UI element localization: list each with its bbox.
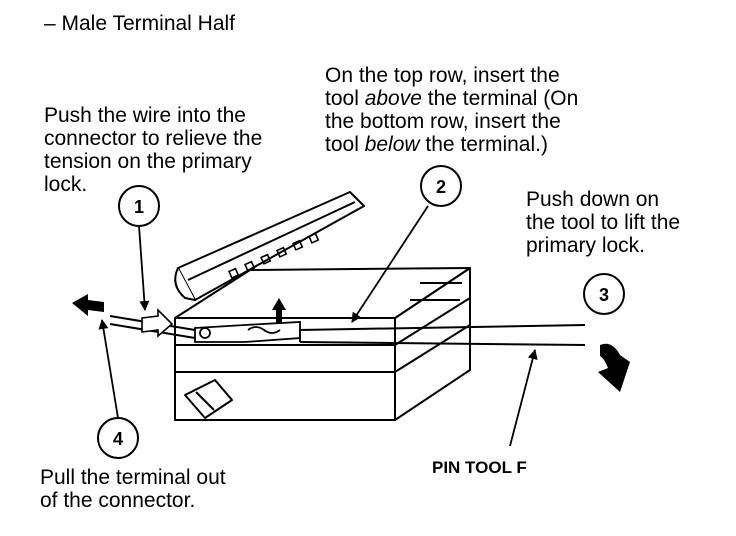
step-callout-3: 3 xyxy=(583,273,625,315)
note-line: Push the wire into the xyxy=(44,104,246,127)
pin-tool xyxy=(299,324,586,346)
note-line: tool above the terminal (On xyxy=(325,87,579,110)
step-number: 3 xyxy=(599,285,609,305)
leader-step-2 xyxy=(351,205,429,323)
lock-lift-arrow-icon xyxy=(272,298,286,324)
note-line: connector to relieve the xyxy=(44,127,263,150)
connector-body xyxy=(174,267,471,421)
note-line: the bottom row, insert the xyxy=(325,110,561,133)
pin-tool-label: PIN TOOL F xyxy=(432,458,527,477)
note-line: On the top row, insert the xyxy=(325,64,560,87)
step-callout-1: 1 xyxy=(118,185,160,227)
note-line: of the connector. xyxy=(40,489,196,512)
push-down-arrow-icon xyxy=(598,343,630,392)
note-line: primary lock. xyxy=(526,234,646,257)
note-line: Pull the terminal out xyxy=(40,466,226,489)
note-line: tool below the terminal.) xyxy=(325,133,548,156)
step-number: 1 xyxy=(134,197,144,217)
note-pull-out: Pull the terminal out of the connector. xyxy=(40,466,226,512)
connector-clip xyxy=(184,379,233,419)
note-line: lock. xyxy=(44,173,88,196)
note-line: the tool to lift the xyxy=(526,211,681,234)
note-line: tension on the primary xyxy=(44,150,252,173)
leader-lines xyxy=(98,205,538,447)
note-line: Push down on xyxy=(526,188,660,211)
page-title: – Male Terminal Half xyxy=(44,12,236,35)
leader-step-4 xyxy=(98,319,119,419)
note-push-wire: Push the wire into the connector to reli… xyxy=(44,104,262,196)
note-push-down: Push down on the tool to lift the primar… xyxy=(526,188,680,257)
leader-step-1 xyxy=(138,225,150,311)
step-number: 2 xyxy=(436,177,446,197)
pull-arrow-icon xyxy=(72,294,104,316)
step-callout-4: 4 xyxy=(97,417,139,459)
step-number: 4 xyxy=(113,429,123,449)
leader-pin-tool xyxy=(509,349,538,447)
step-callout-2: 2 xyxy=(420,165,462,207)
connector-lid xyxy=(174,191,365,301)
note-insert-tool: On the top row, insert the tool above th… xyxy=(325,64,578,156)
wire-push-arrow-icon xyxy=(141,308,174,338)
lid-slots xyxy=(227,232,320,279)
